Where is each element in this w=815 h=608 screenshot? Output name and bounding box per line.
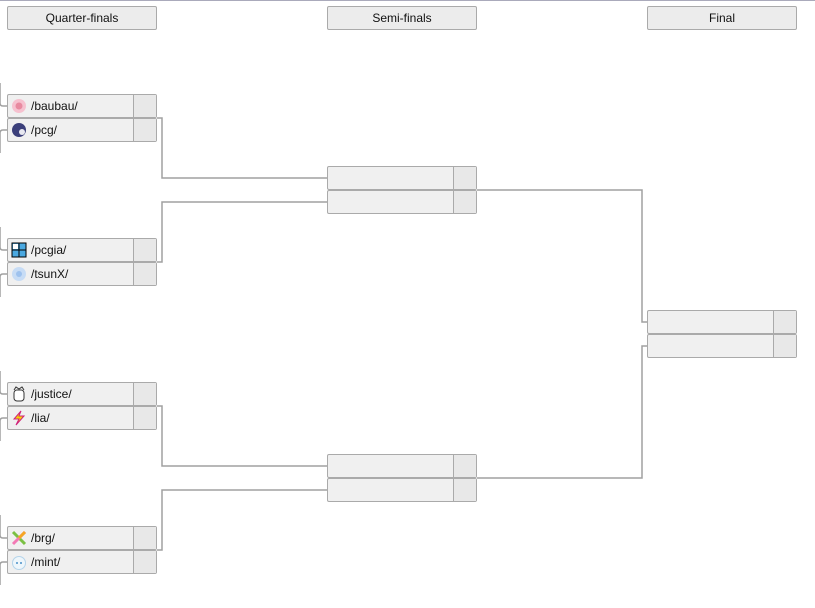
qf-match-3: /justice/ /lia/ — [7, 382, 157, 430]
team-slot[interactable]: /baubau/ — [7, 94, 157, 118]
team-name: /pcgia/ — [31, 243, 67, 257]
qf-match-4: /brg/ /mint/ — [7, 526, 157, 574]
team-name: /pcg/ — [31, 123, 58, 137]
score-cell — [133, 119, 156, 141]
score-cell — [453, 455, 476, 477]
score-cell — [133, 263, 156, 285]
team-slot[interactable]: /tsunX/ — [7, 262, 157, 286]
team-name: /tsunX/ — [31, 267, 69, 281]
top-border — [0, 0, 815, 1]
final-match — [647, 310, 797, 358]
round-header-final: Final — [647, 6, 797, 30]
score-cell — [133, 527, 156, 549]
score-cell — [773, 311, 796, 333]
team-slot[interactable]: /justice/ — [7, 382, 157, 406]
team-slot[interactable]: /lia/ — [7, 406, 157, 430]
pcg-icon — [10, 121, 28, 139]
round-header-semifinals: Semi-finals — [327, 6, 477, 30]
team-slot[interactable]: /brg/ — [7, 526, 157, 550]
score-cell — [133, 95, 156, 117]
justice-icon — [10, 385, 28, 403]
score-cell — [773, 335, 796, 357]
team-slot[interactable]: /pcg/ — [7, 118, 157, 142]
team-name: /justice/ — [31, 387, 72, 401]
tsunx-icon — [10, 265, 28, 283]
star-icon — [10, 529, 28, 547]
qf-match-1: /baubau/ /pcg/ — [7, 94, 157, 142]
team-name: /lia/ — [31, 411, 50, 425]
team-name: /mint/ — [31, 555, 61, 569]
team-slot-empty[interactable] — [327, 478, 477, 502]
score-cell — [133, 239, 156, 261]
team-name: /baubau/ — [31, 99, 78, 113]
lightning-icon — [10, 409, 28, 427]
shield-icon — [10, 241, 28, 259]
team-slot-empty[interactable] — [647, 334, 797, 358]
score-cell — [453, 167, 476, 189]
team-slot-empty[interactable] — [327, 454, 477, 478]
sf-match-1 — [327, 166, 477, 214]
score-cell — [133, 551, 156, 573]
team-slot[interactable]: /pcgia/ — [7, 238, 157, 262]
team-slot-empty[interactable] — [327, 190, 477, 214]
qf-match-2: /pcgia/ /tsunX/ — [7, 238, 157, 286]
team-slot-empty[interactable] — [327, 166, 477, 190]
pig-icon — [10, 97, 28, 115]
team-name: /brg/ — [31, 531, 56, 545]
score-cell — [133, 383, 156, 405]
sf-match-2 — [327, 454, 477, 502]
score-cell — [453, 191, 476, 213]
round-header-quarterfinals: Quarter-finals — [7, 6, 157, 30]
team-slot[interactable]: /mint/ — [7, 550, 157, 574]
score-cell — [453, 479, 476, 501]
team-slot-empty[interactable] — [647, 310, 797, 334]
mint-icon — [10, 553, 28, 571]
score-cell — [133, 407, 156, 429]
